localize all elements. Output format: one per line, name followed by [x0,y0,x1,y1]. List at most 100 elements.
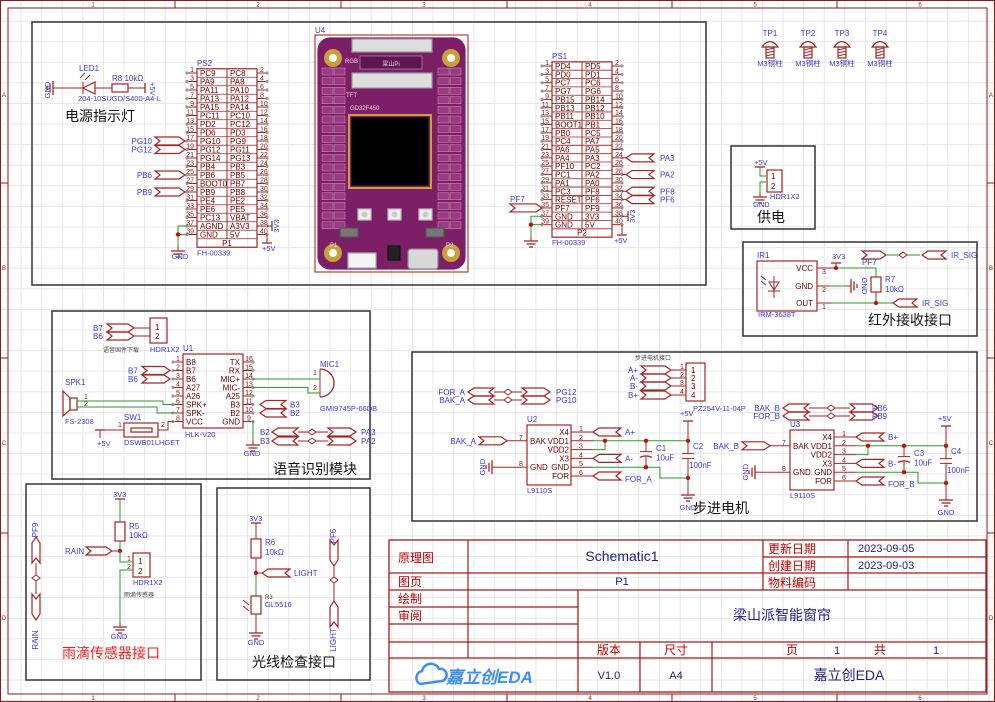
mounting-hole-center [329,54,337,62]
net-label: PA3 [660,154,675,163]
net-label: IR_SIG [951,251,977,260]
pin-end [185,79,189,84]
net-flag [466,395,496,405]
pin-end [265,139,269,143]
pin-number: 10 [615,93,623,100]
board-pin-pad [321,106,334,114]
screw-thread [803,53,813,57]
chip-pins [348,114,432,189]
test-point-ref: TP2 [801,29,816,38]
light-arrow [242,599,250,606]
spk-ref: SPK1 [65,378,86,387]
connector-ref: PS2 [197,59,213,68]
pin-name: PA3 [585,154,600,163]
module-title: 语音识别模块 [273,461,357,477]
ir-pin-name: VCC [796,264,813,273]
light-arrow [242,605,250,612]
pin-number: 17 [541,127,549,134]
net-flag [848,411,880,421]
ruler-col-label: 2 [256,696,260,702]
pin-name: PE4 [200,197,216,206]
header-part: HDR1X2 [150,345,180,354]
board-pin-pad [437,211,450,220]
pin-end [185,139,189,143]
pin-number: 1 [842,431,846,438]
pin-number: 26 [260,169,268,176]
pin-number: 31 [541,185,549,192]
net-flag [591,427,623,437]
pin-name: SPK- [186,409,205,418]
net-flag-PF7 [860,250,888,260]
tb-label: 更新日期 [768,541,816,556]
pin-name: GND [793,468,811,477]
screw-icon [760,40,780,48]
net-label: A- [625,454,633,463]
pin-number: 1 [680,364,684,371]
pin-name: PB6 [200,171,216,180]
pin-name: PE2 [230,197,246,206]
photoresistor-ldr [250,595,262,615]
pin-number: 3 [176,373,180,380]
pin-end [185,207,189,211]
pin-name: PB13 [555,104,575,113]
wire [593,466,688,479]
net-label: PG12 [132,146,153,155]
wire [759,181,766,192]
net-flag-IR_SIG [891,298,919,308]
screw-icon [870,40,890,48]
header-pin: 2 [138,567,143,576]
board-pin-pad [437,173,450,181]
tb-label: 创建日期 [768,559,816,573]
pin-end [620,81,624,85]
pin-number: 13 [245,382,253,389]
board-pin-pad [437,163,450,172]
pin-name: PG6 [585,87,602,96]
pin-end [620,131,624,135]
spk-part: FS-2308 [65,417,94,426]
module-title: 雨滴传感器接口 [62,645,160,661]
stepper-connector [685,362,706,402]
net-flag-B- [639,381,673,391]
v33-label: 3V3 [249,514,262,523]
cap-value: 100nF [689,461,712,470]
pin-number: 1 [313,370,317,377]
tb-label: 版本 [597,643,621,657]
ground-icon [939,495,953,507]
pin-end [540,114,544,118]
pin-name: PC6 [585,79,601,88]
pin-number: 12 [260,110,268,117]
pin-number: 6 [579,470,583,477]
pin-name: PD0 [555,70,571,79]
net-flag-IR_SIG [920,250,948,260]
led-light-arrow [84,74,91,81]
pin-name: PC5 [585,129,601,138]
ir-pin-num: 2 [822,287,826,294]
module-title: 供电 [757,209,785,225]
gnd-label: GND [248,638,265,647]
board-pin-pad [321,125,334,133]
pin-name: BOOT1 [555,120,583,129]
pin-end [185,147,189,152]
board-pin-pad [449,77,462,85]
pin-end [620,147,624,152]
note-ref: R3 [265,595,273,601]
pin-number: 2 [579,435,583,442]
gnd-label: GND [741,463,750,480]
board-diode [339,227,359,238]
pin-number: 15 [245,365,253,372]
pin-end [540,139,544,143]
pin-number: 36 [615,202,623,209]
pin-end [540,122,544,127]
pin-end [540,172,544,177]
pin-end [265,156,269,160]
ruler-row-label: D [989,616,994,622]
board-pin-pad [333,154,346,162]
net-bridge-diamond [31,574,41,582]
pin-number: 39 [186,229,194,236]
junction-dot [528,222,534,227]
pin-number: 9 [545,93,549,100]
pin-name: PC11 [200,112,220,121]
pin-number: 6 [615,77,619,84]
net-flag [591,471,623,481]
